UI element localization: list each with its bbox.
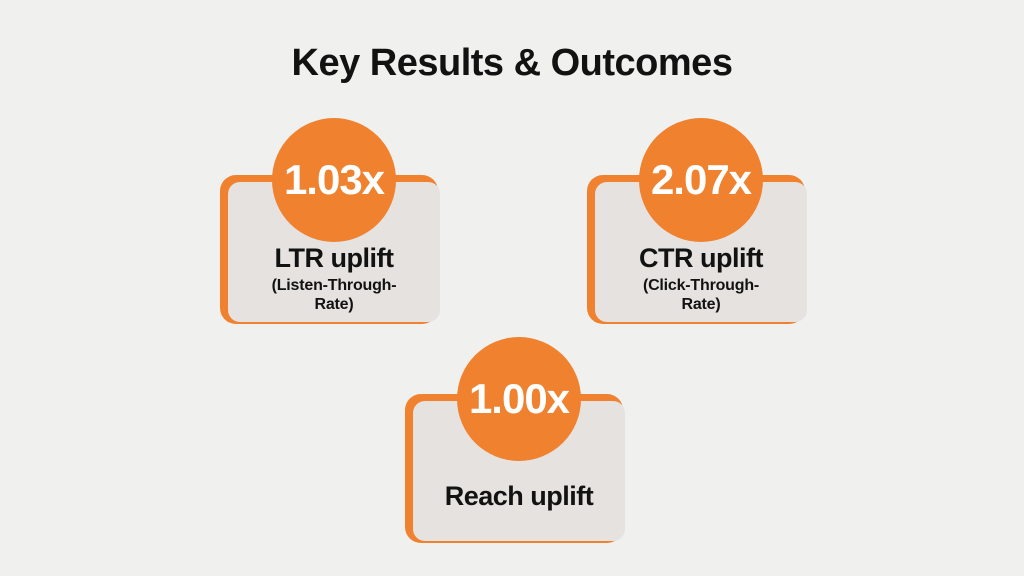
stat-value: 1.03x [283, 156, 385, 203]
stat-sublabel: (Listen-Through- Rate) [272, 277, 397, 315]
card-text-block: CTR uplift (Click-Through- Rate) [595, 240, 807, 318]
stat-sublabel-line2: Rate) [681, 296, 721, 313]
stat-sublabel: (Click-Through- Rate) [643, 277, 759, 315]
stat-sublabel-line1: (Click-Through- [642, 277, 760, 295]
stat-value: 2.07x [650, 156, 752, 203]
page-title: Key Results & Outcomes [291, 42, 733, 84]
card-text-block: LTR uplift (Listen-Through- Rate) [228, 240, 440, 318]
stat-value: 1.00x [468, 375, 570, 422]
value-circle: 1.00x [457, 337, 581, 461]
stat-label: CTR uplift [639, 243, 763, 274]
stat-label: LTR uplift [274, 243, 394, 274]
stat-label: Reach uplift [444, 481, 594, 511]
card-text-block: Reach uplift [413, 459, 625, 537]
stat-card-ltr: 1.03x LTR uplift (Listen-Through- Rate) [220, 118, 440, 324]
stat-sublabel-line2: Rate) [314, 296, 354, 313]
value-circle: 2.07x [639, 118, 763, 242]
stat-sublabel-line1: (Listen-Through- [271, 277, 397, 295]
stat-card-ctr: 2.07x CTR uplift (Click-Through- Rate) [587, 118, 807, 324]
stat-card-reach: 1.00x Reach uplift [405, 337, 625, 543]
value-circle: 1.03x [272, 118, 396, 242]
